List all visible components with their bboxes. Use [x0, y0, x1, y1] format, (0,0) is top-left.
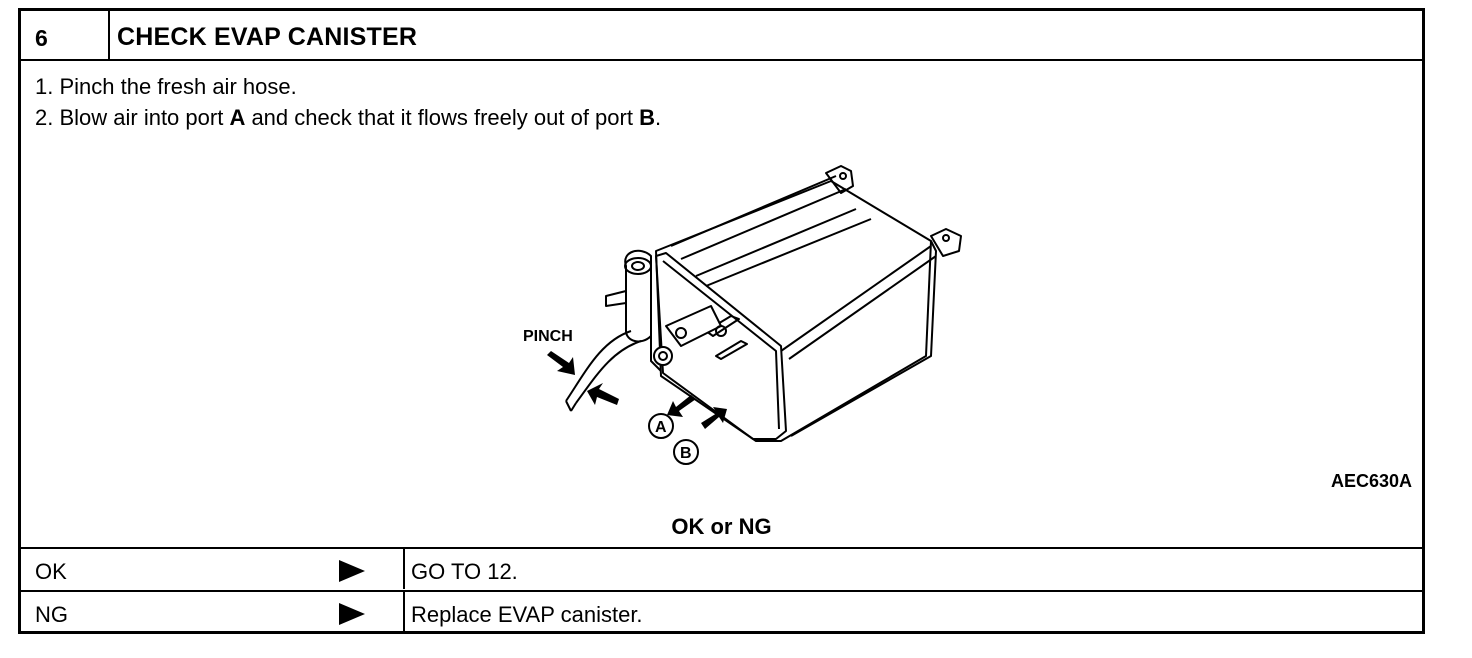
right-arrow-icon [339, 603, 365, 625]
result-row-ng: NG Replace EVAP canister. [21, 590, 1422, 632]
result-heading: OK or NG [671, 514, 772, 539]
right-arrow-icon [339, 560, 365, 582]
port-a-marker: A [648, 413, 674, 439]
column-divider [403, 549, 405, 589]
result-row-ok: OK GO TO 12. [21, 547, 1422, 589]
evap-canister-illustration: PINCH A B [523, 165, 962, 465]
step-header: 6 CHECK EVAP CANISTER [21, 11, 1422, 61]
instruction-list: 1. Pinch the fresh air hose. 2. Blow air… [35, 71, 661, 133]
port-a-label: A [655, 419, 667, 436]
pinch-label: PINCH [523, 328, 573, 345]
instruction-step-1: 1. Pinch the fresh air hose. [35, 74, 297, 99]
port-b-ref: B [639, 105, 655, 130]
result-action: Replace EVAP canister. [411, 602, 643, 627]
step-number: 6 [21, 11, 110, 59]
port-b-marker: B [673, 439, 699, 465]
port-b-label: B [680, 445, 692, 462]
step-title: CHECK EVAP CANISTER [117, 23, 418, 51]
port-a-ref: A [229, 105, 246, 130]
result-label: OK [35, 559, 67, 584]
result-action: GO TO 12. [411, 559, 518, 584]
column-divider [403, 592, 405, 632]
instruction-step-2: 2. Blow air into port A and check that i… [35, 105, 662, 130]
diagnostic-step-table: 6 CHECK EVAP CANISTER 1. Pinch the fresh… [18, 8, 1425, 634]
figure-code: AEC630A [1330, 471, 1412, 491]
result-label: NG [35, 602, 68, 627]
